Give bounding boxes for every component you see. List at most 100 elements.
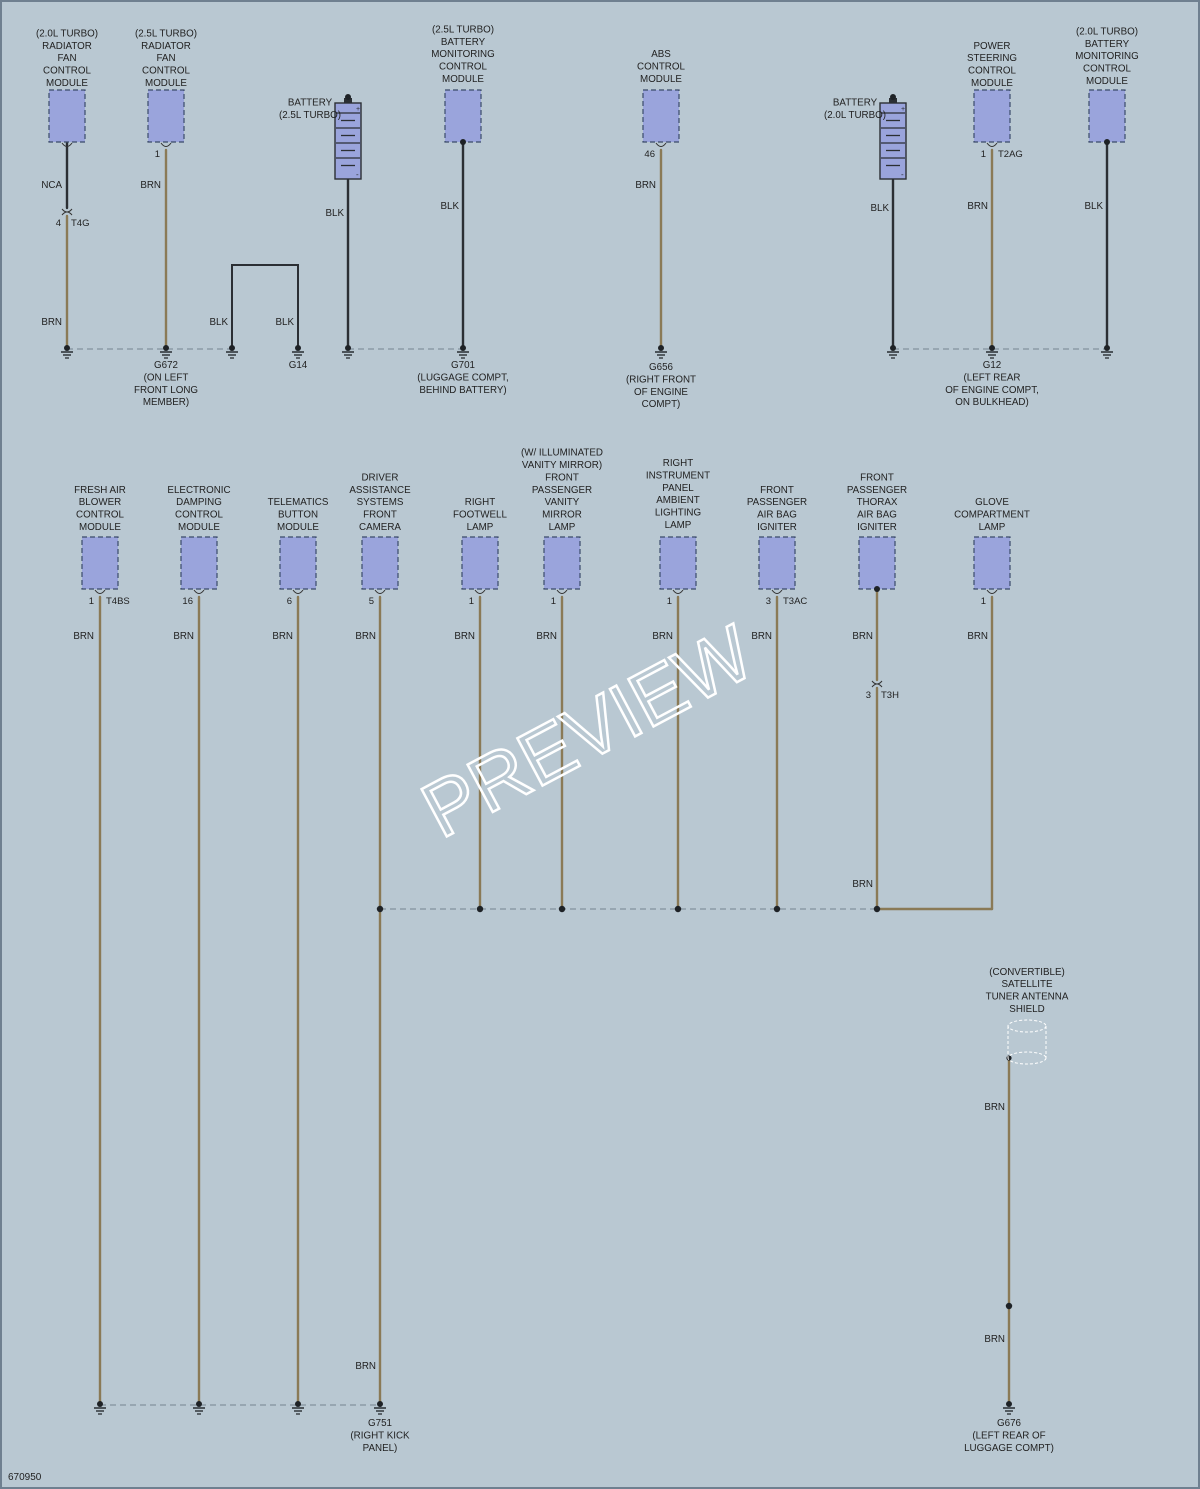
splice-dot bbox=[773, 905, 781, 913]
component-battery-25: +-BATTERY(2.5L TURBO) bbox=[279, 94, 362, 180]
pin-connector-symbol bbox=[474, 589, 486, 594]
battery-plus-sign: + bbox=[356, 106, 360, 113]
module-box bbox=[973, 536, 1011, 590]
pin-number: 1 bbox=[469, 596, 474, 607]
component-label-line: TUNER ANTENNA bbox=[986, 992, 1069, 1003]
module-box bbox=[81, 536, 119, 590]
component-label-line: MODULE bbox=[79, 522, 121, 533]
component-label-line: MODULE bbox=[442, 74, 484, 85]
wire-color-label: BRN bbox=[852, 631, 873, 642]
component-label-line: (2.0L TURBO) bbox=[1076, 26, 1138, 37]
component-label-line: PASSENGER bbox=[747, 497, 807, 508]
component-bmcm-20: (2.0L TURBO)BATTERYMONITORINGCONTROLMODU… bbox=[1075, 26, 1139, 145]
pin-connector-symbol bbox=[160, 142, 172, 147]
components: (2.0L TURBO)RADIATORFANCONTROLMODULE(2.5… bbox=[36, 24, 1139, 1065]
component-label-line: CAMERA bbox=[359, 522, 401, 533]
shield-bottom bbox=[1007, 1051, 1047, 1065]
component-label-line: PASSENGER bbox=[532, 485, 592, 496]
component-label-line: (2.5L TURBO) bbox=[135, 28, 197, 39]
inline-connector-symbol bbox=[61, 208, 73, 216]
component-bmcm-25: (2.5L TURBO)BATTERYMONITORINGCONTROLMODU… bbox=[431, 24, 495, 145]
component-label-line: (2.0L TURBO) bbox=[824, 110, 886, 121]
component-label-line: TELEMATICS bbox=[268, 497, 329, 508]
component-label-line: SYSTEMS bbox=[357, 497, 404, 508]
component-label-line: MODULE bbox=[145, 78, 187, 89]
battery-box bbox=[879, 102, 907, 180]
component-label-line: FRONT bbox=[545, 472, 579, 483]
component-label-line: CONTROL bbox=[142, 66, 190, 77]
pin-number: 3 bbox=[766, 596, 771, 607]
wires bbox=[61, 141, 1109, 1407]
wire-color-label: BRN bbox=[454, 631, 475, 642]
ground-location: LUGGAGE COMPT) bbox=[964, 1443, 1054, 1454]
ground-id: G656 bbox=[649, 362, 674, 373]
ground-symbol bbox=[193, 1401, 205, 1415]
ground-symbol bbox=[94, 1401, 106, 1415]
ground-id: G751 bbox=[368, 1418, 392, 1429]
ground-symbol bbox=[887, 345, 899, 359]
ground-location: (RIGHT FRONT bbox=[626, 374, 696, 385]
wire-color-label: BLK bbox=[440, 201, 459, 212]
module-box bbox=[858, 536, 896, 590]
component-label-line: BLOWER bbox=[79, 497, 121, 508]
component-label-line: RIGHT bbox=[465, 497, 495, 508]
module-box bbox=[642, 89, 680, 143]
splice-dot bbox=[460, 139, 466, 145]
ground-location: MEMBER) bbox=[143, 397, 189, 408]
wire-color-label: BRN bbox=[635, 180, 656, 191]
wire-color-label: BRN bbox=[355, 1361, 376, 1372]
component-label-line: IGNITER bbox=[757, 522, 797, 533]
component-label-line: CONTROL bbox=[43, 66, 91, 77]
pin-connector-symbol bbox=[292, 589, 304, 594]
ground-location: ON BULKHEAD) bbox=[955, 397, 1029, 408]
ground-location: BEHIND BATTERY) bbox=[419, 385, 506, 396]
ground-symbol bbox=[292, 1401, 304, 1415]
wire-color-label: BRN bbox=[967, 631, 988, 642]
module-box bbox=[147, 89, 185, 143]
wire-color-label: BRN bbox=[272, 631, 293, 642]
ground-location: OF ENGINE COMPT, bbox=[945, 385, 1039, 396]
wire-color-label: BRN bbox=[984, 1334, 1005, 1345]
splice-dot bbox=[1104, 139, 1110, 145]
battery-minus-sign: - bbox=[356, 170, 359, 179]
component-label-line: (2.5L TURBO) bbox=[279, 110, 341, 121]
component-label-line: FRONT bbox=[363, 510, 397, 521]
ground-id: G14 bbox=[289, 360, 308, 371]
wire-color-label: BRN bbox=[751, 631, 772, 642]
component-label-line: ELECTRONIC bbox=[167, 485, 230, 496]
inline-connector-pin: 4 bbox=[56, 218, 61, 229]
ground-symbol bbox=[374, 1401, 386, 1415]
inline-connector-name: T3H bbox=[881, 690, 899, 701]
pin-connector-symbol bbox=[61, 142, 73, 147]
battery-plus-sign: + bbox=[901, 106, 905, 113]
splice-dot bbox=[874, 586, 880, 592]
component-label-line: ASSISTANCE bbox=[349, 485, 411, 496]
component-label-line: FAN bbox=[156, 53, 175, 64]
wire-color-label: BLK bbox=[275, 317, 294, 328]
component-label-line: RADIATOR bbox=[141, 41, 191, 52]
wire-color-label: BLK bbox=[870, 203, 889, 214]
component-label-line: THORAX bbox=[857, 497, 898, 508]
inline-connector-symbol bbox=[871, 680, 883, 688]
connector-id: T4BS bbox=[106, 596, 130, 607]
component-label-line: AMBIENT bbox=[656, 495, 700, 506]
pin-number: 1 bbox=[981, 149, 986, 160]
wire-color-label: BRN bbox=[984, 1102, 1005, 1113]
component-label-line: STEERING bbox=[967, 53, 1017, 64]
component-label-line: MONITORING bbox=[1075, 51, 1139, 62]
wire-color-label: BLK bbox=[209, 317, 228, 328]
component-label-line: MODULE bbox=[971, 78, 1013, 89]
ground-location: (RIGHT KICK bbox=[350, 1430, 410, 1441]
component-label-line: DRIVER bbox=[361, 472, 398, 483]
component-label-line: GLOVE bbox=[975, 497, 1009, 508]
wire-color-label: NCA bbox=[41, 180, 62, 191]
module-box bbox=[180, 536, 218, 590]
module-box bbox=[543, 536, 581, 590]
